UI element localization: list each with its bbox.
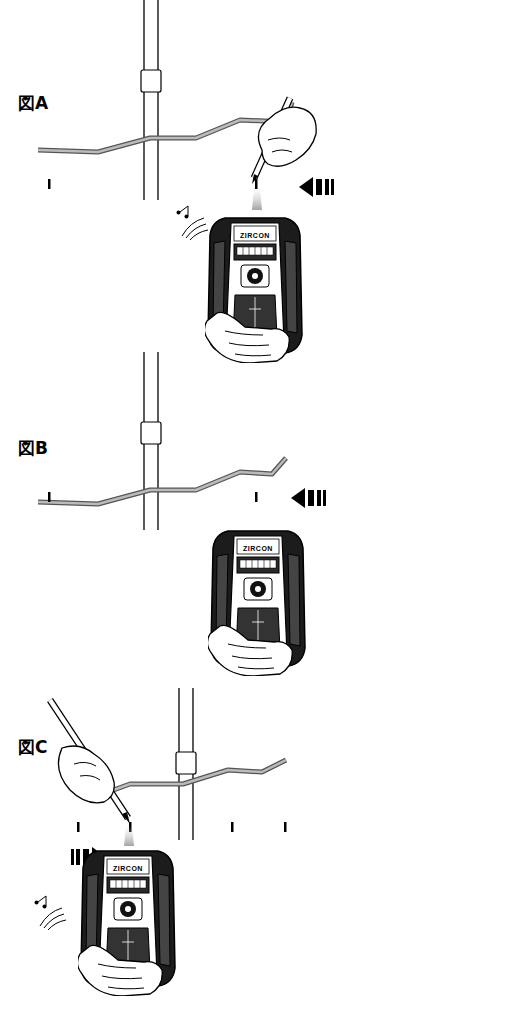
- figure-b: [38, 352, 326, 676]
- figure-label: 図A: [18, 92, 48, 115]
- figure-label: 図C: [18, 736, 47, 759]
- brand-name: ZIRCON: [235, 232, 275, 239]
- figure-c: [35, 688, 287, 996]
- figure-label: 図B: [18, 437, 48, 460]
- figure-a: [38, 0, 334, 363]
- brand-name: ZIRCON: [108, 865, 148, 872]
- brand-name: ZIRCON: [238, 545, 278, 552]
